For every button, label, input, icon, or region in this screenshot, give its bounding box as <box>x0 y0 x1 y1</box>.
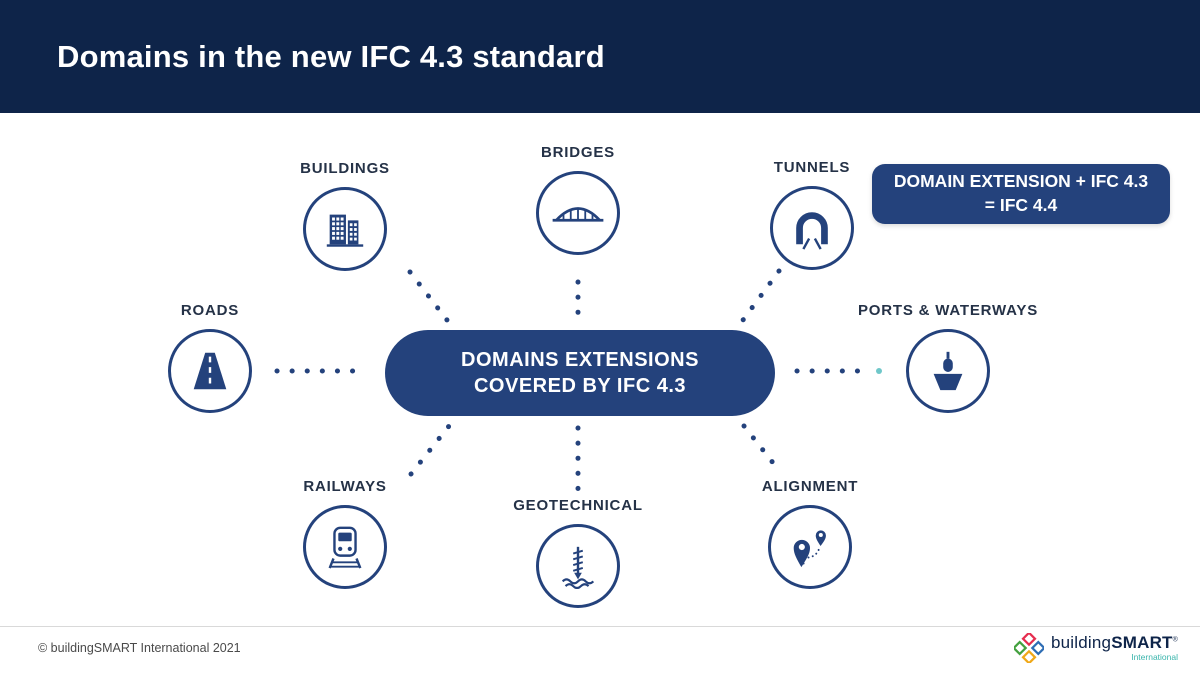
domain-node-ports: PORTS & WATERWAYS <box>848 302 1048 413</box>
domain-icon-circle <box>303 505 387 589</box>
bridge-icon <box>552 207 604 222</box>
domain-icon-circle <box>536 171 620 255</box>
page-header: Domains in the new IFC 4.3 standard <box>0 0 1200 113</box>
domain-node-roads: ROADS <box>110 302 310 413</box>
tunnel-icon <box>796 212 828 250</box>
domain-label: BRIDGES <box>541 144 615 161</box>
buildingsmart-logo-mark-icon <box>1013 633 1044 663</box>
domain-label: ROADS <box>180 302 240 319</box>
page-title: Domains in the new IFC 4.3 standard <box>57 38 605 74</box>
domain-node-geotechnical: GEOTECHNICAL <box>478 497 678 608</box>
callout-line2: = IFC 4.4 <box>984 195 1058 215</box>
borehole-icon <box>561 546 595 589</box>
domain-icon-circle <box>303 187 387 271</box>
connector-alignment <box>741 423 784 476</box>
domain-label: PORTS & WATERWAYS <box>857 302 1038 319</box>
domain-node-buildings: BUILDINGS <box>245 160 445 271</box>
domain-label: GEOTECHNICAL <box>513 497 643 514</box>
ship-icon <box>933 351 963 391</box>
connector-railways <box>408 423 452 477</box>
domain-label: ALIGNMENT <box>761 478 859 495</box>
domain-node-alignment: ALIGNMENT <box>710 478 910 589</box>
domain-node-tunnels: TUNNELS <box>712 159 912 270</box>
buildingsmart-logo-name: buildingSMART® <box>1050 633 1178 653</box>
domain-icon-circle <box>536 524 620 608</box>
footer-divider <box>0 626 1200 627</box>
domain-icon-circle <box>168 329 252 413</box>
center-pill-line1: DOMAINS EXTENSIONS <box>461 349 699 371</box>
domain-node-railways: RAILWAYS <box>245 478 445 589</box>
connector-buildings <box>407 269 450 323</box>
domain-label: TUNNELS <box>773 159 851 176</box>
domain-label: RAILWAYS <box>303 478 387 495</box>
center-pill-line2: COVERED BY IFC 4.3 <box>473 375 687 397</box>
callout-line1: DOMAIN EXTENSION + IFC 4.3 <box>893 171 1149 192</box>
buildings-icon <box>326 214 364 247</box>
buildingsmart-logo-text: buildingSMART® International <box>1051 634 1178 662</box>
map-pins-icon <box>793 530 826 568</box>
domain-node-bridges: BRIDGES <box>478 144 678 255</box>
buildingsmart-logo: buildingSMART® International <box>1013 633 1178 663</box>
domain-icon-circle <box>768 505 852 589</box>
domain-icon-circle <box>906 329 990 413</box>
road-icon <box>193 352 227 390</box>
domain-label: BUILDINGS <box>300 160 390 177</box>
train-icon <box>328 526 362 569</box>
buildingsmart-logo-subtitle: International <box>1131 652 1178 663</box>
domain-extension-callout: DOMAIN EXTENSION + IFC 4.3 = IFC 4.4 <box>872 164 1170 224</box>
copyright-text: © buildingSMART International 2021 <box>38 641 241 655</box>
connector-tunnels <box>740 268 782 323</box>
center-domains-pill: DOMAINS EXTENSIONS COVERED BY IFC 4.3 <box>385 330 775 416</box>
domain-icon-circle <box>770 186 854 270</box>
